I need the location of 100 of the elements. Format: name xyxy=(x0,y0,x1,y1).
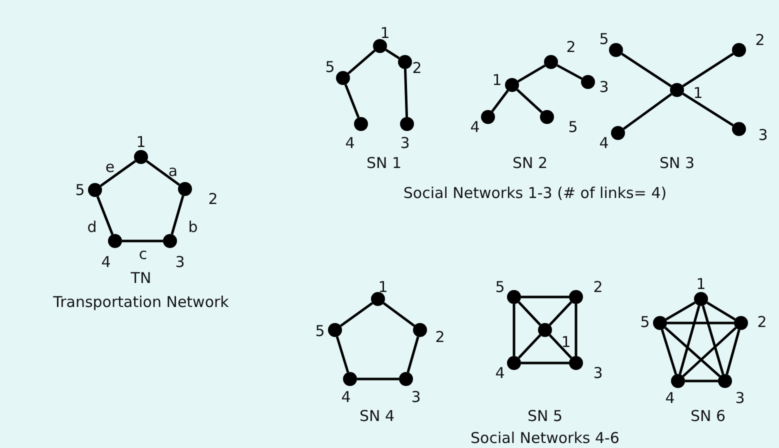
node-dot xyxy=(507,290,521,304)
node-dot xyxy=(732,43,746,57)
link-line xyxy=(517,64,546,83)
link-line xyxy=(357,378,399,380)
node-dot xyxy=(670,83,684,97)
node-dot xyxy=(400,117,414,131)
node-number: 5 xyxy=(599,30,609,48)
node-number: 1 xyxy=(380,24,390,42)
node-number: 4 xyxy=(345,134,355,152)
node-number: 5 xyxy=(568,118,578,136)
node-number: 4 xyxy=(599,134,609,152)
link-line xyxy=(548,334,572,359)
link-line xyxy=(521,296,569,298)
node-number: 5 xyxy=(495,278,505,296)
node-dot xyxy=(569,356,583,370)
node-number: 2 xyxy=(435,328,445,346)
node-dot xyxy=(88,183,102,197)
edge-label: c xyxy=(138,246,148,262)
group-caption: Social Networks 4-6 xyxy=(470,430,620,446)
node-number: 3 xyxy=(599,78,609,96)
link-line xyxy=(512,304,516,356)
link-line xyxy=(347,50,376,74)
link-line xyxy=(682,52,734,88)
network-label: SN 3 xyxy=(659,154,695,172)
node-dot xyxy=(538,323,552,337)
node-dot xyxy=(581,75,595,89)
node-number: 4 xyxy=(495,364,505,382)
link-line xyxy=(665,301,696,321)
link-line xyxy=(100,160,136,187)
link-line xyxy=(664,326,721,378)
network-label: SN 2 xyxy=(512,154,548,172)
node-number: 1 xyxy=(561,334,571,350)
group-caption: Transportation Network xyxy=(53,294,229,310)
link-line xyxy=(667,322,734,324)
edge-label: a xyxy=(168,162,178,180)
edge-label: e xyxy=(105,158,115,176)
link-line xyxy=(706,302,736,320)
node-dot xyxy=(398,55,412,69)
link-line xyxy=(518,301,542,326)
node-dot xyxy=(108,234,122,248)
node-number: 2 xyxy=(593,278,603,296)
node-dot xyxy=(399,372,413,386)
link-line xyxy=(404,68,408,118)
network-label: SN 4 xyxy=(359,408,395,424)
node-dot xyxy=(734,316,748,330)
node-number: 2 xyxy=(566,38,576,56)
link-line xyxy=(521,362,569,364)
link-line xyxy=(385,48,400,60)
node-dot xyxy=(609,43,623,57)
node-dot xyxy=(507,356,521,370)
node-number: 5 xyxy=(315,322,325,340)
node-dot xyxy=(413,323,427,337)
node-number: 1 xyxy=(693,84,703,102)
node-number: 4 xyxy=(101,254,111,270)
network-label: SN 5 xyxy=(527,408,563,424)
node-dot xyxy=(544,55,558,69)
node-dot xyxy=(134,150,148,164)
network-label: SN 1 xyxy=(366,154,402,172)
link-line xyxy=(574,304,578,356)
link-line xyxy=(556,64,582,80)
link-line xyxy=(336,336,350,373)
node-number: 4 xyxy=(470,118,480,136)
node-dot xyxy=(328,323,342,337)
node-number: 1 xyxy=(492,72,502,88)
node-number: 2 xyxy=(208,190,218,208)
link-line xyxy=(122,240,163,242)
node-dot xyxy=(343,372,357,386)
link-line xyxy=(548,301,572,326)
link-line xyxy=(96,196,114,235)
node-dot xyxy=(178,182,192,196)
node-number: 2 xyxy=(757,314,767,330)
link-line xyxy=(622,93,672,130)
node-dot xyxy=(373,39,387,53)
link-line xyxy=(382,302,416,327)
node-dot xyxy=(694,292,708,306)
node-number: 3 xyxy=(175,254,185,270)
node-dot xyxy=(732,122,746,136)
node-dot xyxy=(505,78,519,92)
node-dot xyxy=(163,234,177,248)
link-line xyxy=(660,329,678,375)
node-dot xyxy=(371,292,385,306)
node-number: 5 xyxy=(325,58,335,76)
node-dot xyxy=(718,374,732,388)
link-line xyxy=(702,305,724,375)
network-label: TN xyxy=(130,270,152,286)
node-number: 3 xyxy=(400,134,410,152)
node-dot xyxy=(653,316,667,330)
node-number: 2 xyxy=(755,32,765,48)
node-number: 4 xyxy=(341,388,351,406)
link-line xyxy=(344,84,360,118)
node-dot xyxy=(569,290,583,304)
link-line xyxy=(685,380,718,382)
link-line xyxy=(682,326,737,378)
link-line xyxy=(518,334,542,359)
node-dot xyxy=(540,110,554,124)
edge-label: b xyxy=(188,218,198,236)
node-number: 2 xyxy=(412,60,422,76)
link-line xyxy=(516,88,543,114)
node-number: 3 xyxy=(411,388,421,406)
link-line xyxy=(146,160,180,186)
